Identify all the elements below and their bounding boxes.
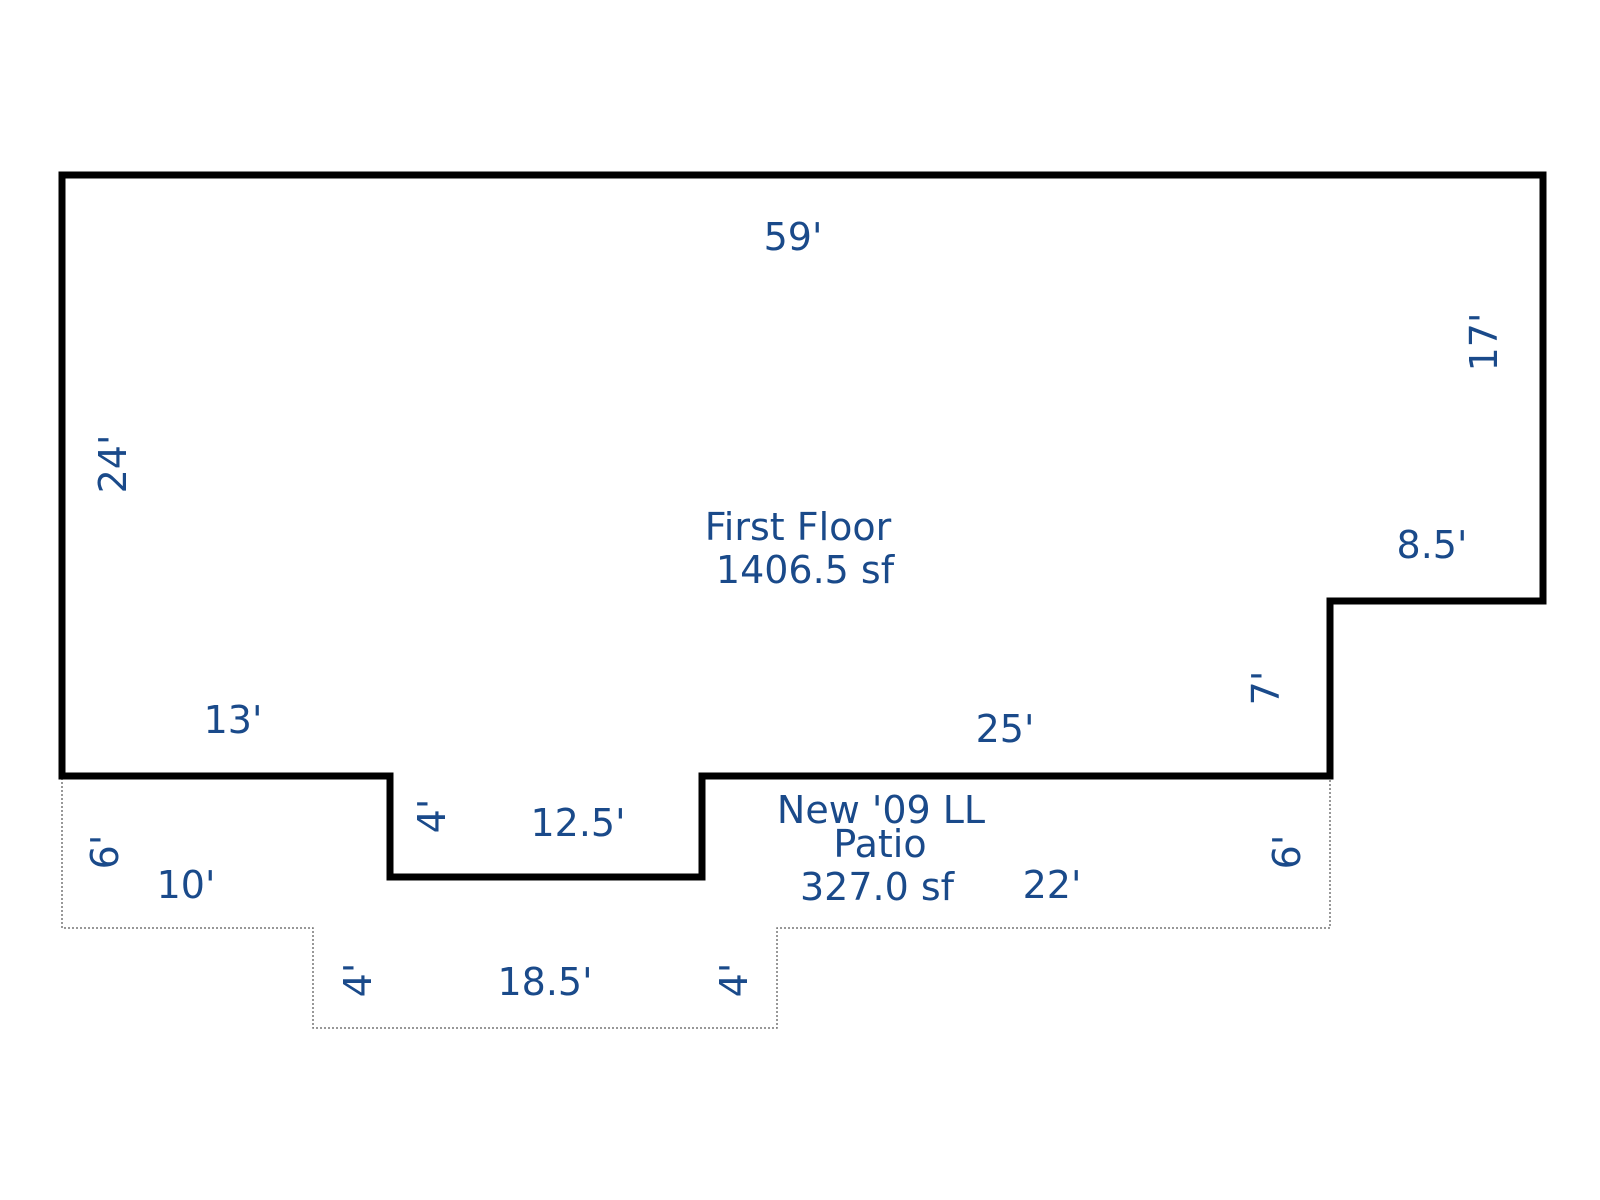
- dim-bottom-left: 13': [204, 698, 263, 742]
- patio-name-line1: New '09 LL: [777, 788, 985, 832]
- dim-right-step: 8.5': [1397, 523, 1468, 567]
- dim-right-lower: 7': [1244, 671, 1288, 706]
- dim-notch-width: 12.5': [530, 801, 625, 845]
- patio-outline: [61, 778, 1331, 1029]
- patio-name-line2: Patio: [833, 822, 926, 866]
- patio-dim-ext-width: 18.5': [497, 960, 592, 1004]
- patio-dim-ext-left: 4': [336, 963, 380, 998]
- dim-left: 24': [91, 435, 135, 494]
- patio-dim-left-depth: 6': [83, 835, 127, 870]
- patio-dim-ext-right: 4': [712, 963, 756, 998]
- patio-dim-right-depth: 6': [1265, 835, 1309, 870]
- dim-bottom-right: 25': [976, 707, 1035, 751]
- first-floor-name: First Floor: [705, 505, 892, 549]
- dim-notch-depth: 4': [410, 799, 454, 834]
- first-floor-outline: [58, 171, 1547, 881]
- dim-top: 59': [764, 215, 823, 259]
- patio-dim-left-width: 10': [157, 863, 216, 907]
- patio-area: 327.0 sf: [800, 865, 956, 909]
- dim-right-upper: 17': [1462, 313, 1506, 372]
- patio-dim-right-width: 22': [1023, 863, 1082, 907]
- first-floor-area: 1406.5 sf: [716, 548, 896, 592]
